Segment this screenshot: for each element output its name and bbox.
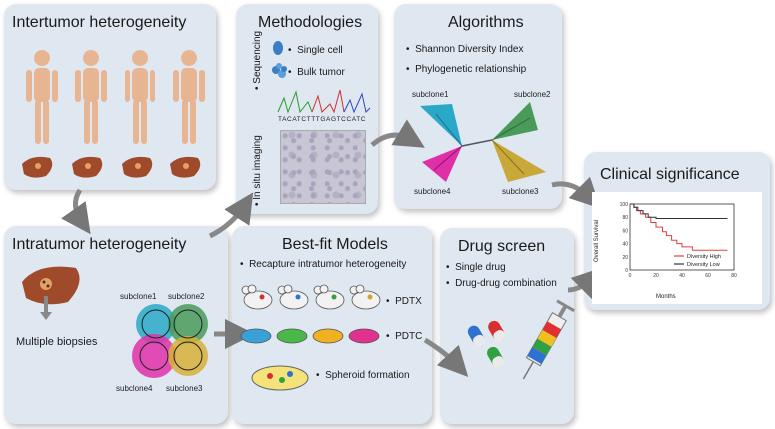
single-cell-label: • Single cell <box>288 45 343 56</box>
sequencing-label: • Sequencing <box>252 30 263 90</box>
intertumor-title: Intertumor heterogeneity <box>12 14 187 31</box>
km-x-tick-label: 20 <box>653 273 659 279</box>
arrow-drug-to-clinical <box>567 267 603 300</box>
km-x-tick-label: 40 <box>679 273 685 279</box>
pdtc-label: • PDTC <box>386 331 423 342</box>
algo-subclone3: subclone3 <box>502 187 539 196</box>
arrow-algorithms-to-clinical <box>551 176 601 209</box>
arrow-models-to-drug <box>423 337 469 377</box>
km-legend-label-1: Diversity Low <box>687 262 720 268</box>
intratumor-title: Intratumor heterogeneity <box>12 236 187 253</box>
dish-icons <box>240 328 380 344</box>
km-y-tick-label: 0 <box>625 268 628 274</box>
intra-subclone1: subclone1 <box>120 292 157 301</box>
algorithm-item-1: • Shannon Diversity Index <box>406 44 524 55</box>
algorithm-item-2: • Phylogenetic relationship <box>406 64 527 75</box>
mice-icons <box>241 284 381 310</box>
km-y-tick-label: 80 <box>622 215 628 221</box>
km-y-tick-label: 100 <box>620 202 629 208</box>
km-x-tick-label: 80 <box>731 273 737 279</box>
bulk-tumor-label: • Bulk tumor <box>288 67 345 78</box>
km-legend-label-0: Diversity High <box>687 254 721 260</box>
liver-icons <box>22 156 201 178</box>
in-situ-label: • In situ imaging <box>252 135 263 206</box>
cell-icons <box>272 41 287 78</box>
km-y-tick-label: 20 <box>622 255 628 261</box>
km-series-line-1 <box>630 203 728 220</box>
arrow-methods-to-algorithms <box>370 119 425 148</box>
chromatogram <box>277 89 371 114</box>
drug-item-1: • Single drug <box>446 262 506 273</box>
spheroid-dish <box>251 365 309 391</box>
histology-image <box>280 130 366 204</box>
drug-title: Drug screen <box>458 238 546 255</box>
intra-subclone2: subclone2 <box>168 292 205 301</box>
algo-subclone4: subclone4 <box>414 187 451 196</box>
syringe-icon <box>522 299 576 380</box>
km-ylabel: Overall Survival <box>594 219 600 262</box>
km-y-tick-label: 40 <box>622 242 628 248</box>
km-x-tick-label: 0 <box>629 273 632 279</box>
pdtx-label: • PDTX <box>386 296 422 307</box>
km-axes-frame <box>629 203 735 271</box>
arrow-intra-to-methods <box>208 192 254 239</box>
algorithms-title: Algorithms <box>448 14 524 31</box>
algo-subclone2: subclone2 <box>514 90 551 99</box>
km-xlabel: Months <box>656 294 676 300</box>
pills-icon <box>467 320 506 368</box>
bestfit-title: Best-fit Models <box>282 236 388 253</box>
drug-item-2: • Drug-drug combination <box>446 278 557 289</box>
multiple-biopsies-label: Multiple biopsies <box>16 336 98 348</box>
human-figures <box>26 50 205 144</box>
biopsy-liver <box>22 266 80 320</box>
methodologies-title: Methodologies <box>258 14 363 31</box>
dna-sequence: TACATCTTTGAGTCCATC <box>278 116 367 123</box>
algo-subclone1: subclone1 <box>412 90 449 99</box>
bestfit-item: • Recapture intratumor heterogeneity <box>240 259 407 270</box>
clinical-title: Clinical significance <box>600 166 740 183</box>
km-y-tick-label: 60 <box>622 228 628 234</box>
intra-subclone3: subclone3 <box>166 384 203 393</box>
bestfit-panel <box>232 226 432 424</box>
phylogenetic-tree <box>420 102 546 182</box>
km-x-tick-label: 60 <box>705 273 711 279</box>
spheroid-label: • Spheroid formation <box>316 370 410 381</box>
subclone-cluster <box>132 304 208 378</box>
arrow-inter-to-intra <box>61 188 91 235</box>
intra-subclone4: subclone4 <box>116 384 153 393</box>
km-series-line-0 <box>630 203 728 251</box>
